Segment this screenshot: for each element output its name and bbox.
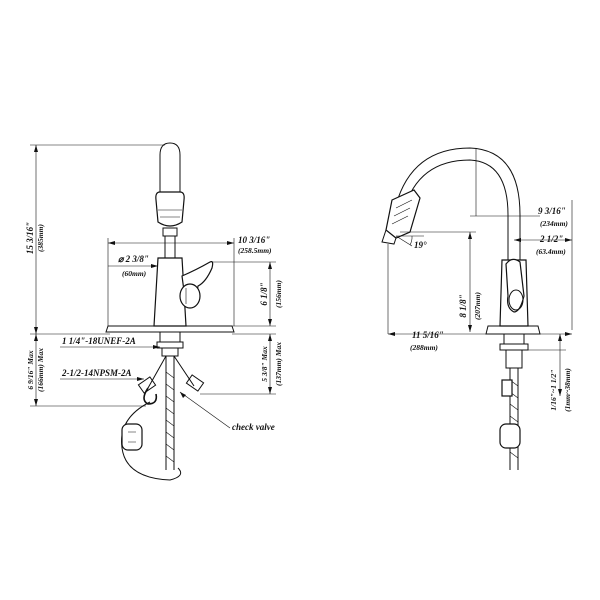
front-faucet-body [105,142,235,481]
side-spout-clearance-metric: (207mm) [473,292,482,320]
front-spout-reach-metric: (258.5mm) [238,246,272,255]
front-thread-spec: 1 1/4"-18UNEF-2A [62,336,136,346]
check-valve-label: check valve [232,422,275,432]
side-deck-thickness-imperial: 1/16"~1 1/2" [549,369,558,410]
side-spout-clearance-imperial: 8 1/8" [458,294,468,317]
side-overall-reach-imperial: 11 5/16" [412,330,444,340]
front-hose-max-metric: (166mm) Max [36,348,45,392]
side-aerator-offset-metric: (63.4mm) [536,247,566,256]
side-faucet-body [381,147,541,470]
front-hose-max-label: 6 9/16" Max [26,350,35,389]
front-spout-reach-imperial: 10 3/16" [238,235,270,245]
side-aerator-offset-imperial: 2 1/2" [539,234,563,244]
front-hose-thread: 2-1/2-14NPSM-2A [61,368,132,378]
front-handle-height-imperial: 6 1/8" [259,282,269,305]
side-view: 9 3/16" (234mm) 2 1/2" (63.4mm) 19° 8 1/… [381,147,573,470]
side-dimension-lines [387,148,573,396]
front-overall-height-metric: (385mm) [36,224,45,252]
side-overall-reach-metric: (288mm) [410,343,438,352]
front-base-diameter-metric: (60mm) [122,269,147,278]
side-spray-angle: 19° [414,240,427,250]
front-deck-max-label: 5 3/8" Max [260,346,269,382]
front-overall-height-imperial: 15 3/16" [25,222,35,254]
side-spout-height-imperial: 9 3/16" [538,206,566,216]
side-spout-height-metric: (234mm) [540,219,568,228]
front-base-diameter-imperial: ⌀ 2 3/8" [118,254,149,264]
front-dimension-lines [30,144,276,429]
side-deck-thickness-metric: (1mm~38mm) [563,368,572,412]
front-handle-height-metric: (156mm) [274,280,283,308]
front-deck-max-metric: (137mm) Max [274,342,283,386]
front-view: 15 3/16" (385mm) 10 3/16" (258.5mm) ⌀ 2 … [25,142,283,481]
